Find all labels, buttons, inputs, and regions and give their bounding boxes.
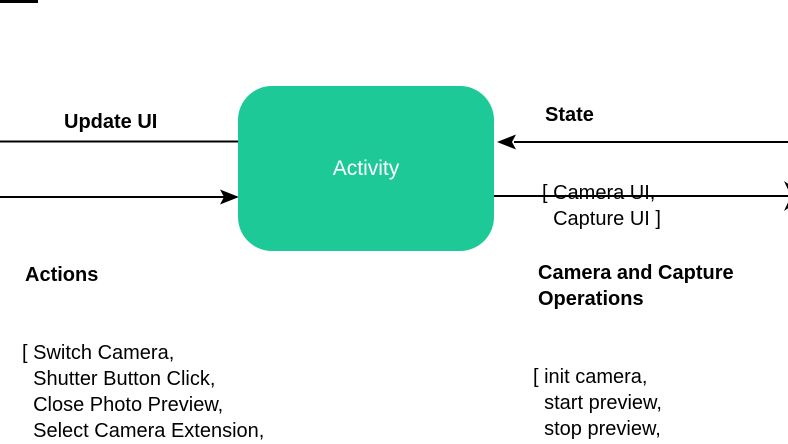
actions-label-block: Actions [ Switch Camera, Shutter Button … [22, 210, 264, 444]
update-ui-label: Update UI [64, 111, 158, 133]
camera-ops-label-block: Camera and Capture Operations [ init cam… [533, 208, 750, 444]
actions-list: [ Switch Camera, Shutter Button Click, C… [22, 342, 265, 442]
camera-ops-list: [ init camera, start preview, stop previ… [533, 366, 662, 440]
actions-arrowhead [220, 189, 239, 205]
actions-heading: Actions [25, 264, 99, 286]
camera-ops-heading: Camera and Capture Operations [538, 262, 734, 310]
cropped-edge-artifact [0, 0, 38, 3]
activity-box-label: Activity [332, 156, 400, 180]
state-arrowhead [497, 134, 516, 150]
activity-box: Activity [238, 86, 494, 251]
state-heading: State [545, 104, 594, 126]
state-label-block: State [ Camera UI, Capture UI ] [542, 50, 661, 284]
state-list: [ Camera UI, Capture UI ] [542, 182, 661, 230]
